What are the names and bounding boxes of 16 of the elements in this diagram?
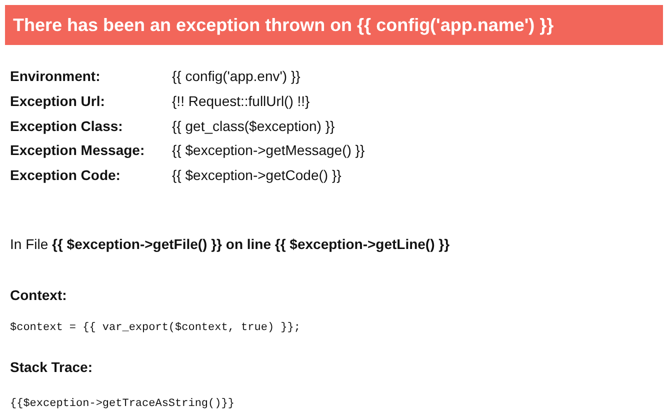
field-label: Exception Class: — [10, 118, 123, 134]
code-line: {{$exception->getTraceAsString()}} — [10, 398, 234, 410]
title-banner: There has been an exception thrown on {{ config('app.name') }} — [5, 5, 663, 45]
field-value: {{ config('app.env') }} — [172, 68, 300, 84]
file-line-text: In File {{ $exception->getFile() }} on line {{ $exception->getLine() }} — [10, 236, 450, 252]
code-line: $context = {{ var_export($context, true) }}; — [10, 322, 300, 334]
field-value: {!! Request::fullUrl() !!} — [172, 93, 310, 109]
section-heading: Context: — [10, 287, 67, 303]
field-label: Exception Message: — [10, 142, 145, 158]
field-label: Exception Code: — [10, 167, 120, 183]
field-value: {{ $exception->getCode() }} — [172, 167, 342, 183]
field-label: Exception Url: — [10, 93, 105, 109]
section-heading: Stack Trace: — [10, 359, 92, 375]
field-label: Environment: — [10, 68, 100, 84]
field-value: {{ get_class($exception) }} — [172, 118, 335, 134]
field-value: {{ $exception->getMessage() }} — [172, 142, 365, 158]
